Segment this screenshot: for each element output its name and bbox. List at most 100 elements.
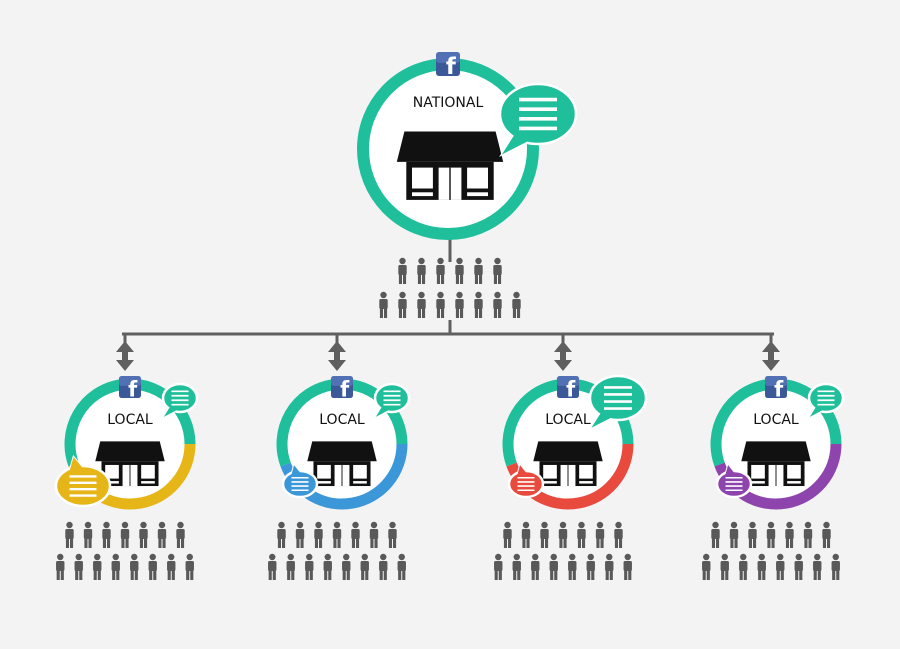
person-icon (494, 553, 503, 580)
national-audience (379, 257, 521, 318)
person-icon (277, 521, 286, 548)
person-icon (623, 553, 632, 580)
person-icon (351, 521, 360, 548)
connector-lines (116, 238, 780, 371)
person-icon (739, 553, 748, 580)
person-icon (65, 521, 74, 548)
double-arrow-icon (116, 341, 134, 371)
audience-row (65, 521, 185, 548)
facebook-icon: f (557, 376, 579, 401)
person-icon (167, 553, 176, 580)
person-icon (493, 257, 502, 284)
person-icon (455, 291, 464, 318)
person-icon (474, 257, 483, 284)
person-icon (268, 553, 277, 580)
person-icon (130, 553, 139, 580)
person-icon (558, 521, 568, 548)
person-icon (822, 521, 831, 548)
person-icon (398, 257, 407, 284)
person-icon (120, 521, 130, 548)
chat-bubble-icon (507, 463, 545, 499)
chat-bubble-icon (373, 382, 411, 420)
person-icon (74, 553, 83, 580)
chat-bubble-icon (588, 374, 648, 431)
person-icon (831, 553, 840, 580)
person-icon (720, 553, 729, 580)
person-icon (512, 553, 521, 580)
svg-text:f: f (566, 377, 576, 401)
store-icon (307, 441, 377, 487)
local-label: LOCAL (319, 412, 365, 428)
person-icon (157, 521, 167, 548)
svg-text:f: f (774, 377, 784, 401)
store-icon (741, 441, 811, 487)
person-icon (102, 521, 111, 548)
person-icon (379, 553, 388, 580)
person-icon (785, 521, 794, 548)
person-icon (531, 553, 540, 580)
person-icon (417, 291, 426, 318)
person-icon (305, 553, 314, 580)
national-label: NATIONAL (413, 95, 484, 111)
person-icon (813, 553, 822, 580)
chat-bubble-icon (498, 82, 578, 158)
person-icon (549, 553, 558, 580)
person-icon (436, 257, 445, 284)
person-icon (503, 521, 512, 548)
person-icon (776, 553, 785, 580)
chat-bubble-icon (281, 463, 319, 499)
facebook-icon: f (119, 376, 141, 401)
person-icon (512, 291, 521, 318)
person-icon (323, 553, 332, 580)
person-icon (388, 521, 397, 548)
store-icon (396, 131, 504, 200)
chat-bubble-icon (161, 382, 199, 420)
person-icon (417, 257, 426, 284)
person-icon (455, 257, 464, 284)
svg-text:f: f (446, 54, 457, 80)
person-icon (521, 521, 531, 548)
person-icon (286, 553, 295, 580)
local-label: LOCAL (545, 412, 591, 428)
audience-row (268, 553, 406, 580)
store-icon (533, 441, 603, 487)
person-icon (493, 291, 502, 318)
facebook-icon: f (436, 52, 460, 80)
person-icon (540, 521, 549, 548)
person-icon (748, 521, 757, 548)
store-icon (95, 441, 165, 487)
person-icon (474, 291, 483, 318)
person-icon (614, 521, 623, 548)
facebook-icon: f (765, 376, 787, 401)
audience-row (494, 553, 632, 580)
chat-bubble-icon (54, 454, 112, 508)
person-icon (295, 521, 305, 548)
person-icon (397, 553, 406, 580)
person-icon (332, 521, 342, 548)
chat-bubble-icon (715, 463, 753, 499)
person-icon (586, 553, 595, 580)
person-icon (577, 521, 586, 548)
person-icon (757, 553, 766, 580)
person-icon (83, 521, 93, 548)
person-icon (342, 553, 351, 580)
person-icon (369, 521, 379, 548)
person-icon (148, 553, 157, 580)
audience-row (379, 291, 521, 318)
person-icon (185, 553, 194, 580)
person-icon (176, 521, 185, 548)
person-icon (111, 553, 120, 580)
double-arrow-icon (762, 341, 780, 371)
person-icon (93, 553, 102, 580)
svg-text:f: f (340, 377, 350, 401)
person-icon (436, 291, 445, 318)
person-icon (595, 521, 605, 548)
person-icon (794, 553, 803, 580)
